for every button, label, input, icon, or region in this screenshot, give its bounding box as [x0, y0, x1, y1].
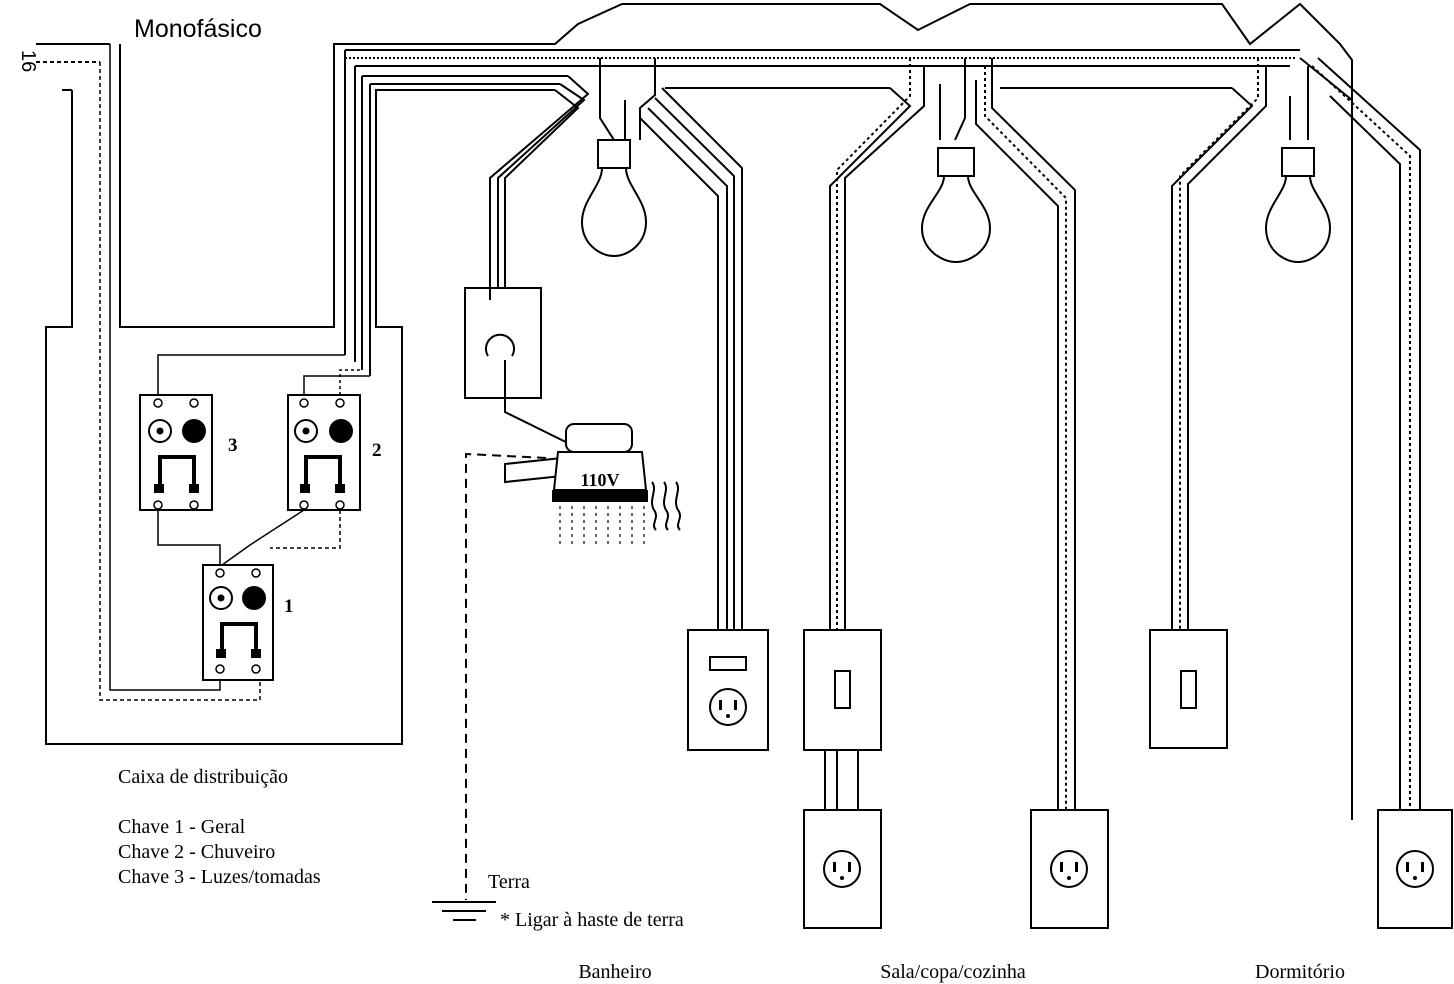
outlet-icon [1050, 850, 1088, 888]
switch-3-legend: Chave 3 - Luzes/tomadas [118, 866, 321, 888]
switch-contact [335, 484, 345, 493]
wire-gauge-label: 16 [17, 50, 39, 72]
lamp-socket [1281, 147, 1315, 177]
lamp-socket [937, 147, 975, 177]
switch-contact [216, 649, 226, 658]
sala-outlet-2 [1030, 809, 1109, 929]
terminal-screw [153, 398, 163, 408]
terminal-screw [153, 500, 163, 510]
switch-button [242, 586, 266, 610]
switch-2-body [287, 394, 361, 511]
sala-switch [803, 629, 882, 751]
distribution-box-frame [45, 89, 555, 745]
distribution-box-label: Caixa de distribuição [118, 766, 288, 788]
ground-label: Terra [488, 871, 530, 893]
lamp-bulb-icon [1264, 175, 1332, 264]
switch-lever [158, 455, 196, 490]
switch-contact [154, 484, 164, 493]
sala-conduits [824, 58, 1232, 810]
room-label-dormitorio: Dormitório [1255, 961, 1345, 983]
dormitorio-outlet [1377, 809, 1453, 929]
switch-3: 3 [139, 394, 238, 511]
switch-3-body [139, 394, 213, 511]
terminal-screw [215, 568, 225, 578]
room-label-sala: Sala/copa/cozinha [880, 961, 1026, 983]
box-internal-wiring [99, 44, 370, 701]
switch-button [182, 419, 206, 443]
outlet-icon [1396, 850, 1434, 888]
toggle-switch [1180, 670, 1197, 709]
outlet-icon [823, 850, 861, 888]
terminal-screw [215, 664, 225, 674]
terminal-screw [251, 664, 261, 674]
sala-lamp [920, 147, 992, 264]
switch-3-number: 3 [228, 435, 238, 456]
water-spray-icon [559, 506, 645, 548]
outlet-icon [709, 688, 747, 726]
distribution-box-outline [119, 2, 1353, 820]
shower-switch-box [464, 287, 579, 449]
toggle-switch [709, 656, 747, 671]
switch-button [329, 419, 353, 443]
terminal-screw [189, 398, 199, 408]
ground-note: * Ligar à haste de terra [500, 909, 684, 931]
banheiro-switch-outlet [687, 629, 769, 751]
shower: 110V [504, 423, 681, 548]
heat-waves-icon [651, 481, 681, 531]
dormitorio-conduits [1171, 57, 1421, 810]
switch-1-legend: Chave 1 - Geral [118, 816, 246, 838]
toggle-switch [834, 670, 851, 709]
shower-pipe [504, 456, 563, 484]
switch-contact [251, 649, 261, 658]
switch-contact [300, 484, 310, 493]
ground-wire [432, 452, 547, 921]
switch-lever [220, 622, 258, 655]
terminal-screw [335, 500, 345, 510]
shower-head-base [552, 490, 648, 502]
indicator-light-center [217, 594, 225, 602]
switch-2: 2 [287, 394, 382, 511]
terminal-screw [251, 568, 261, 578]
banheiro-lamp [580, 139, 648, 258]
room-label-banheiro: Banheiro [578, 961, 651, 983]
banheiro-conduits [489, 58, 890, 630]
feeder-trunk [333, 44, 1300, 376]
switch-lever [304, 455, 342, 490]
terminal-screw [299, 500, 309, 510]
lamp-bulb-icon [580, 167, 648, 258]
switch-1-number: 1 [284, 596, 294, 617]
service-entrance-wires [36, 43, 110, 91]
lamp-socket [597, 139, 631, 169]
dormitorio-switch [1149, 629, 1228, 749]
dormitorio-lamp [1264, 147, 1332, 264]
sala-outlet-1 [803, 809, 882, 929]
switch-2-legend: Chave 2 - Chuveiro [118, 841, 275, 863]
switch-1: 1 [202, 564, 294, 681]
diagram-title: Monofásico [134, 15, 262, 43]
shower-head-top [565, 423, 633, 453]
terminal-screw [335, 398, 345, 408]
terminal-screw [299, 398, 309, 408]
shower-voltage-label: 110V [580, 470, 619, 490]
lamp-bulb-icon [920, 175, 992, 264]
indicator-light-center [156, 427, 164, 435]
indicator-light-center [302, 427, 310, 435]
switch-2-number: 2 [372, 440, 382, 461]
terminal-screw [189, 500, 199, 510]
switch-contact [189, 484, 199, 493]
